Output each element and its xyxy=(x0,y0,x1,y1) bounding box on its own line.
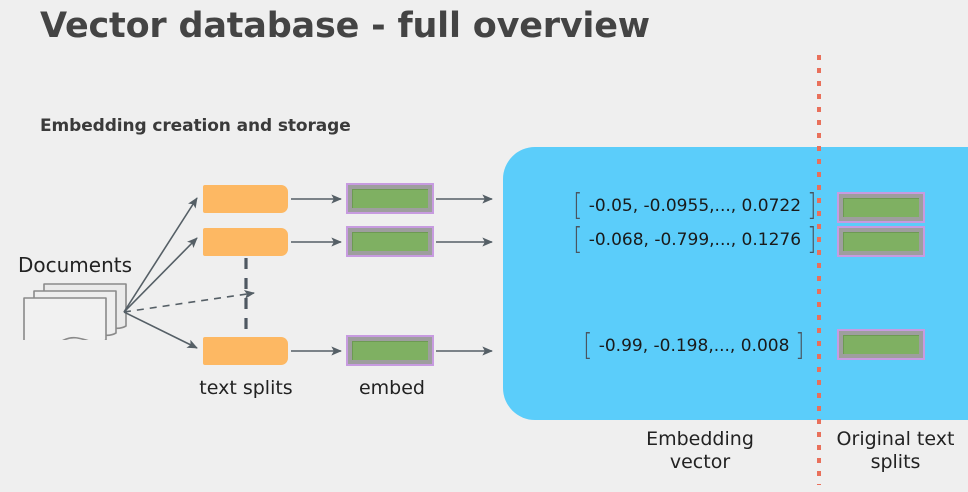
bracket-open-icon: [ xyxy=(573,188,583,223)
dotted-divider xyxy=(817,55,821,485)
embed-box-3[interactable] xyxy=(346,335,434,366)
text-split-box-3[interactable] xyxy=(203,337,288,365)
embedding-vector-value: -0.068, -0.799,..., 0.1276 xyxy=(588,230,802,250)
embedding-vector-row-1: [ -0.05, -0.0955,..., 0.0722 ] xyxy=(572,191,818,221)
original-text-splits-caption: Original text splits xyxy=(836,428,955,473)
page-title: Vector database - full overview xyxy=(40,6,650,46)
bracket-open-icon: [ xyxy=(573,222,583,257)
text-splits-caption: text splits xyxy=(199,377,293,399)
embed-box-fill xyxy=(352,189,428,208)
embed-box-fill xyxy=(352,341,428,360)
embedding-vector-value: -0.05, -0.0955,..., 0.0722 xyxy=(588,196,802,216)
embedding-vector-value: -0.99, -0.198,..., 0.008 xyxy=(598,336,790,356)
embed-caption: embed xyxy=(358,377,425,399)
embedding-vector-caption: Embedding vector xyxy=(646,428,754,473)
stored-split-fill xyxy=(843,198,919,217)
embedding-vector-row-2: [ -0.068, -0.799,..., 0.1276 ] xyxy=(572,225,818,255)
stored-split-fill xyxy=(843,335,919,354)
text-split-box-1[interactable] xyxy=(203,185,288,213)
embedding-vector-row-3: [ -0.99, -0.198,..., 0.008 ] xyxy=(582,331,806,361)
embed-box-2[interactable] xyxy=(346,226,434,257)
embed-box-1[interactable] xyxy=(346,183,434,214)
bracket-open-icon: [ xyxy=(583,328,593,363)
bracket-close-icon: ] xyxy=(795,328,805,363)
bracket-close-icon: ] xyxy=(807,222,817,257)
documents-label: Documents xyxy=(18,253,133,277)
stored-split-box-1[interactable] xyxy=(837,192,925,223)
stored-split-box-2[interactable] xyxy=(837,226,925,257)
bracket-close-icon: ] xyxy=(807,188,817,223)
text-split-box-2[interactable] xyxy=(203,228,288,256)
section-subtitle: Embedding creation and storage xyxy=(40,116,351,136)
stored-split-fill xyxy=(843,232,919,251)
documents-stack-icon xyxy=(22,278,132,340)
embed-box-fill xyxy=(352,232,428,251)
stored-split-box-3[interactable] xyxy=(837,329,925,360)
